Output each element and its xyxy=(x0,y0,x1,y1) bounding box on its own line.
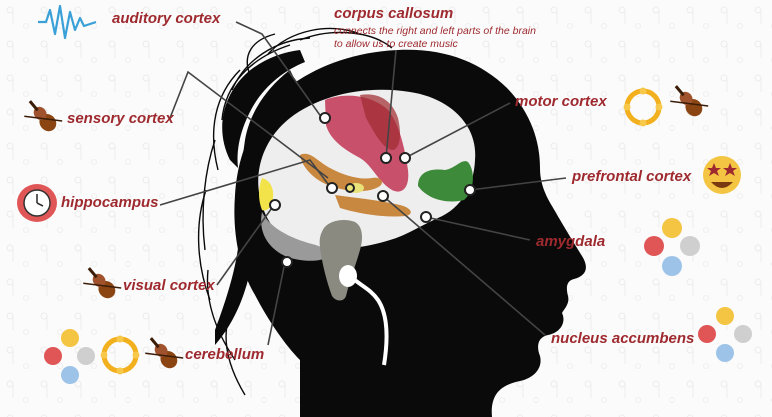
label-cerebellum: cerebellum xyxy=(185,346,264,363)
label-visual-cortex: visual cortex xyxy=(123,277,215,294)
dot-auditory-cortex xyxy=(320,113,330,123)
label-motor-cortex: motor cortex xyxy=(515,93,607,110)
earbud xyxy=(339,265,357,287)
dot-visual-cortex xyxy=(270,200,280,210)
dot-corpus-callosum xyxy=(381,153,391,163)
corpus-callosum-note-line-1: connects the right and left parts of the… xyxy=(334,25,536,37)
label-hippocampus: hippocampus xyxy=(61,194,159,211)
label-amygdala: amygdala xyxy=(536,233,605,250)
dot-sensory-cortex xyxy=(327,183,337,193)
label-corpus-callosum: corpus callosum xyxy=(334,5,453,22)
dot-hippocampus xyxy=(346,184,354,192)
label-auditory-cortex: auditory cortex xyxy=(112,10,220,27)
dot-amygdala xyxy=(421,212,431,222)
label-nucleus-accumbens: nucleus accumbens xyxy=(551,330,694,347)
dot-nucleus-accumbens xyxy=(378,191,388,201)
corpus-callosum-note-line-2: to allow us to create music xyxy=(334,38,458,50)
dot-motor-cortex xyxy=(400,153,410,163)
dot-prefrontal-cortex xyxy=(465,185,475,195)
brain-clock-icon xyxy=(17,184,57,222)
label-sensory-cortex: sensory cortex xyxy=(67,110,174,127)
label-prefrontal-cortex: prefrontal cortex xyxy=(572,168,691,185)
star-eyes-emoji-icon xyxy=(703,156,741,194)
dot-cerebellum xyxy=(282,257,292,267)
